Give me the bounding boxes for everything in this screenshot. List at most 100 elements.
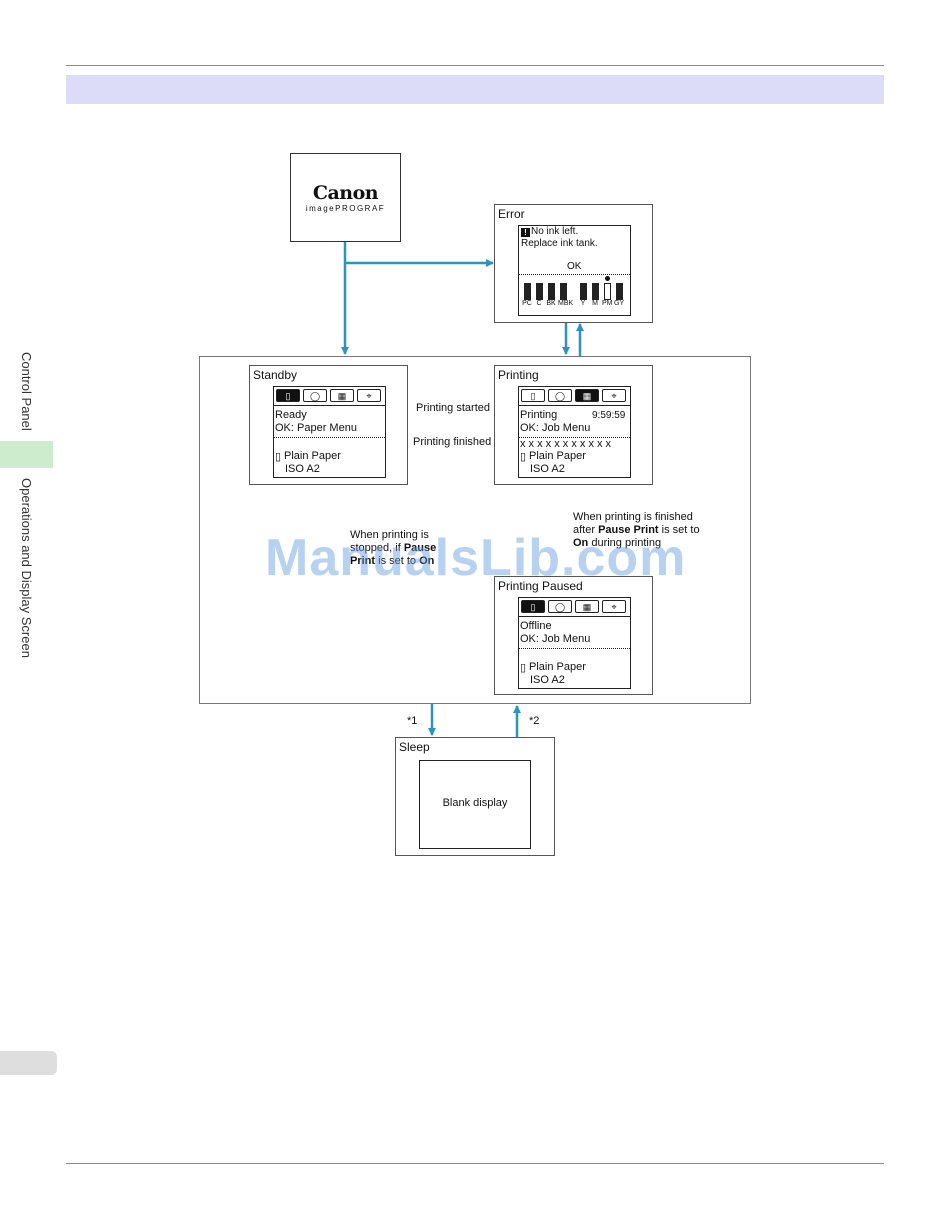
label-paused-note: When printing is finished after Pause Pr… xyxy=(573,511,713,550)
paused-title: Printing Paused xyxy=(498,579,583,593)
side-chapter-label: Control Panel xyxy=(19,352,34,431)
label-printing-finished: Printing finished xyxy=(413,436,492,448)
ink-bar-bk xyxy=(548,283,555,300)
top-rule xyxy=(66,65,884,66)
error-line-1: No ink left. xyxy=(531,226,579,237)
paused-pause-print: Pause Print xyxy=(598,524,659,536)
stopped-line-3: Print is set to On xyxy=(350,555,450,568)
error-divider xyxy=(519,274,630,275)
standby-title: Standby xyxy=(253,368,298,382)
stopped-line-1: When printing is xyxy=(350,529,429,541)
ink-bar-m xyxy=(592,283,599,300)
sleep-state-box: Sleep Blank display xyxy=(395,737,555,856)
paper-icon: ▯ xyxy=(275,451,282,463)
side-section-label: Operations and Display Screen xyxy=(19,478,34,658)
section-header-band xyxy=(66,75,884,104)
printing-lcd-screen: ▯ ◯ ▦ ⌖ Printing 9:59:59 OK: Job Menu x … xyxy=(518,386,631,478)
standby-size: ISO A2 xyxy=(285,463,320,475)
printing-tab-bar: ▯ ◯ ▦ ⌖ xyxy=(519,387,630,406)
paused-line-1: When printing is finished xyxy=(573,511,693,523)
error-state-box: Error ! No ink left. Replace ink tank. O… xyxy=(494,204,653,323)
ink-tab-icon: ◯ xyxy=(303,389,327,402)
paper-icon: ▯ xyxy=(520,451,527,463)
job-tab-icon: ▦ xyxy=(330,389,354,402)
standby-divider xyxy=(274,437,385,438)
canon-logo: Canon xyxy=(312,182,379,204)
error-ok-label: OK xyxy=(567,261,582,272)
stopped-on: On xyxy=(419,555,435,567)
paused-state-box: Printing Paused ▯ ◯ ▦ ⌖ Offline OK: Job … xyxy=(494,576,653,695)
ink-bar-mbk xyxy=(560,283,567,300)
paused-line-2: after Pause Print is set to xyxy=(573,524,713,537)
printing-title: Printing xyxy=(498,368,539,382)
page-number-tab xyxy=(0,1051,57,1075)
standby-ok-hint: OK: Paper Menu xyxy=(275,422,357,434)
ink-bar-y xyxy=(580,283,587,300)
label-stopped-note: When printing is stopped, if Pause Print… xyxy=(350,529,450,568)
paused-status: Offline xyxy=(520,620,552,632)
paper-tab-icon: ▯ xyxy=(276,389,300,402)
printer-logo-box: Canon imagePROGRAF xyxy=(290,153,401,242)
stopped-line-2: stopped, if Pause xyxy=(350,542,450,555)
printing-time: 9:59:59 xyxy=(592,410,626,421)
warning-icon: ! xyxy=(521,228,530,237)
job-tab-icon: ▦ xyxy=(575,600,599,613)
paused-size: ISO A2 xyxy=(530,674,565,686)
paused-during: during printing xyxy=(591,537,662,549)
paper-icon: ▯ xyxy=(520,662,527,674)
job-tab-icon: ▦ xyxy=(575,389,599,402)
ink-tab-icon: ◯ xyxy=(548,600,572,613)
printing-size: ISO A2 xyxy=(530,463,565,475)
label-printing-started: Printing started xyxy=(416,402,490,414)
sleep-lcd-screen: Blank display xyxy=(419,760,531,849)
paused-on: On xyxy=(573,537,589,549)
standby-state-box: Standby ▯ ◯ ▦ ⌖ Ready OK: Paper Menu ▯ P… xyxy=(249,365,408,485)
stopped-print: Print xyxy=(350,555,376,567)
paused-paper: Plain Paper xyxy=(529,661,586,673)
printing-divider xyxy=(519,437,630,438)
ink-label-c: C xyxy=(536,300,542,307)
ink-label-pc: PC xyxy=(522,300,532,307)
standby-status: Ready xyxy=(275,409,307,421)
watermark: ManualsLib.com xyxy=(265,529,687,587)
sleep-display-text: Blank display xyxy=(442,797,508,809)
printing-job-name: x x x x x x x x x x x xyxy=(520,438,612,450)
ink-bar-pc xyxy=(524,283,531,300)
ink-tab-icon: ◯ xyxy=(548,389,572,402)
stopped-text-if: stopped, if xyxy=(350,542,401,554)
sleep-title: Sleep xyxy=(399,740,430,754)
standby-lcd-screen: ▯ ◯ ▦ ⌖ Ready OK: Paper Menu ▯ Plain Pap… xyxy=(273,386,386,478)
ink-label-mbk: MBK xyxy=(558,300,574,307)
paused-line-3: On during printing xyxy=(573,537,713,550)
settings-tab-icon: ⌖ xyxy=(602,389,626,402)
standby-tab-bar: ▯ ◯ ▦ ⌖ xyxy=(274,387,385,406)
printing-state-box: Printing ▯ ◯ ▦ ⌖ Printing 9:59:59 OK: Jo… xyxy=(494,365,653,485)
ink-label-y: Y xyxy=(580,300,586,307)
settings-tab-icon: ⌖ xyxy=(602,600,626,613)
printing-status: Printing xyxy=(520,409,558,421)
printing-paper: Plain Paper xyxy=(529,450,586,462)
printing-ok-hint: OK: Job Menu xyxy=(520,422,591,434)
error-title: Error xyxy=(498,207,525,221)
paused-divider xyxy=(519,648,630,649)
note-1: *1 xyxy=(407,715,418,727)
paused-set-to: is set to xyxy=(661,524,700,536)
settings-tab-icon: ⌖ xyxy=(357,389,381,402)
paused-ok-hint: OK: Job Menu xyxy=(520,633,591,645)
paused-after: after xyxy=(573,524,596,536)
paper-tab-icon: ▯ xyxy=(521,600,545,613)
ink-empty-marker-icon xyxy=(605,276,610,281)
ink-label-m: M xyxy=(592,300,598,307)
bottom-rule xyxy=(66,1163,884,1164)
stopped-pause: Pause xyxy=(403,542,437,554)
side-section-tab xyxy=(0,441,53,468)
note-2: *2 xyxy=(529,715,540,727)
paused-tab-bar: ▯ ◯ ▦ ⌖ xyxy=(519,598,630,617)
paused-lcd-screen: ▯ ◯ ▦ ⌖ Offline OK: Job Menu ▯ Plain Pap… xyxy=(518,597,631,689)
ink-label-bk: BK xyxy=(546,300,556,307)
ink-bar-c xyxy=(536,283,543,300)
ink-label-gy: GY xyxy=(614,300,625,307)
ink-label-pm: PM xyxy=(602,300,613,307)
stopped-set-to: is set to xyxy=(378,555,417,567)
paper-tab-icon: ▯ xyxy=(521,389,545,402)
